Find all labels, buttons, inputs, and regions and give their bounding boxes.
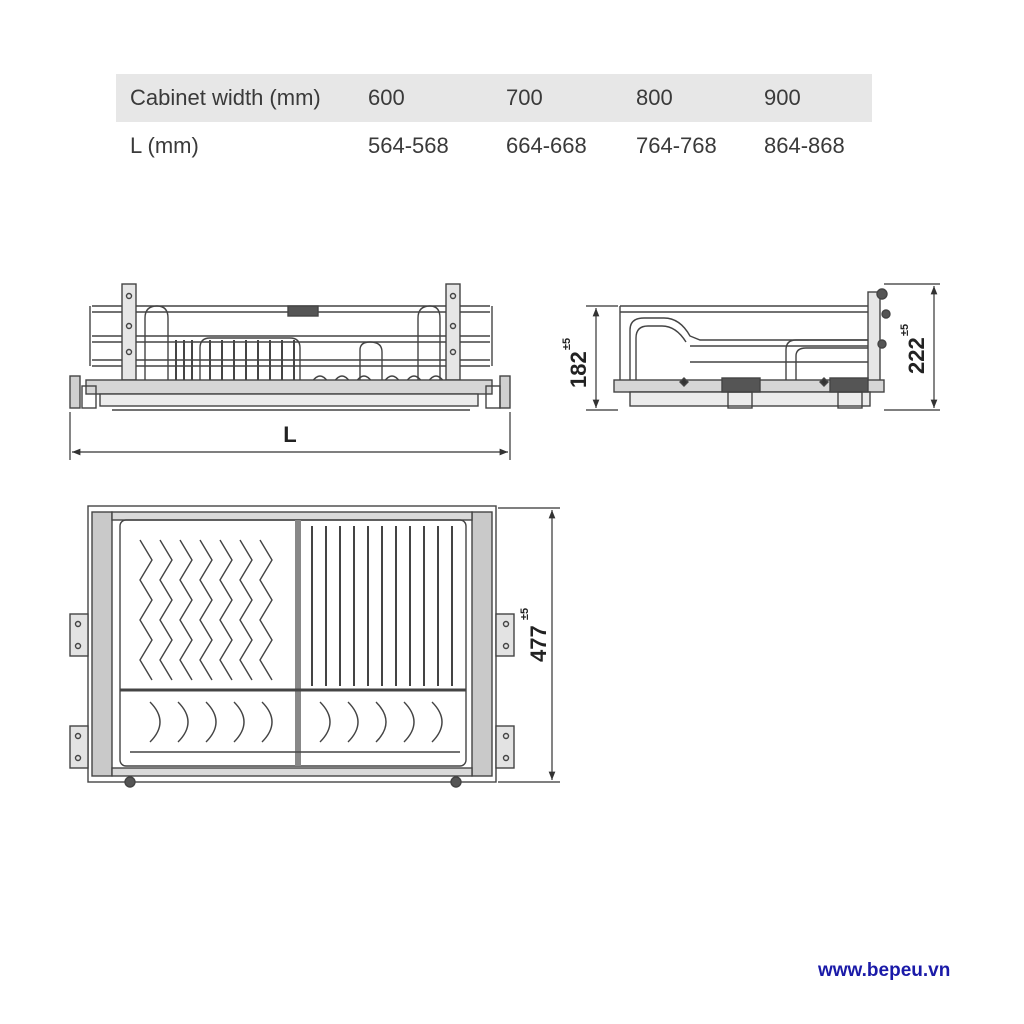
side-view — [613, 288, 891, 409]
side-total-height-label: 222 — [904, 337, 929, 374]
top-view — [69, 505, 515, 788]
spec-table: Cabinet width (mm) 600 700 800 900 L (mm… — [116, 74, 872, 170]
side-height-dimensions — [586, 283, 940, 411]
front-view — [69, 283, 511, 411]
cell-l-700: 664-668 — [506, 133, 587, 158]
front-width-label: L — [283, 422, 296, 447]
top-depth-label: 477 — [526, 625, 551, 662]
row-label-l: L (mm) — [130, 133, 199, 158]
spec-data-row: L (mm) 564-568 664-668 764-768 864-868 — [116, 122, 872, 170]
cell-l-800: 764-768 — [636, 133, 717, 158]
header-600: 600 — [368, 85, 405, 110]
header-900: 900 — [764, 85, 801, 110]
cell-l-600: 564-568 — [368, 133, 449, 158]
watermark-link[interactable]: www.bepeu.vn — [818, 960, 951, 981]
header-cabinet-width: Cabinet width (mm) — [130, 85, 321, 110]
front-width-dimension — [69, 412, 511, 460]
header-700: 700 — [506, 85, 543, 110]
header-800: 800 — [636, 85, 673, 110]
side-inner-height-tol: ±5 — [561, 338, 573, 350]
spec-header-row: Cabinet width (mm) 600 700 800 900 — [116, 74, 872, 122]
top-depth-tol: ±5 — [519, 608, 531, 620]
side-inner-height-label: 182 — [566, 351, 591, 388]
top-depth-dimension — [498, 507, 560, 783]
side-total-height-tol: ±5 — [899, 324, 911, 336]
cell-l-900: 864-868 — [764, 133, 845, 158]
